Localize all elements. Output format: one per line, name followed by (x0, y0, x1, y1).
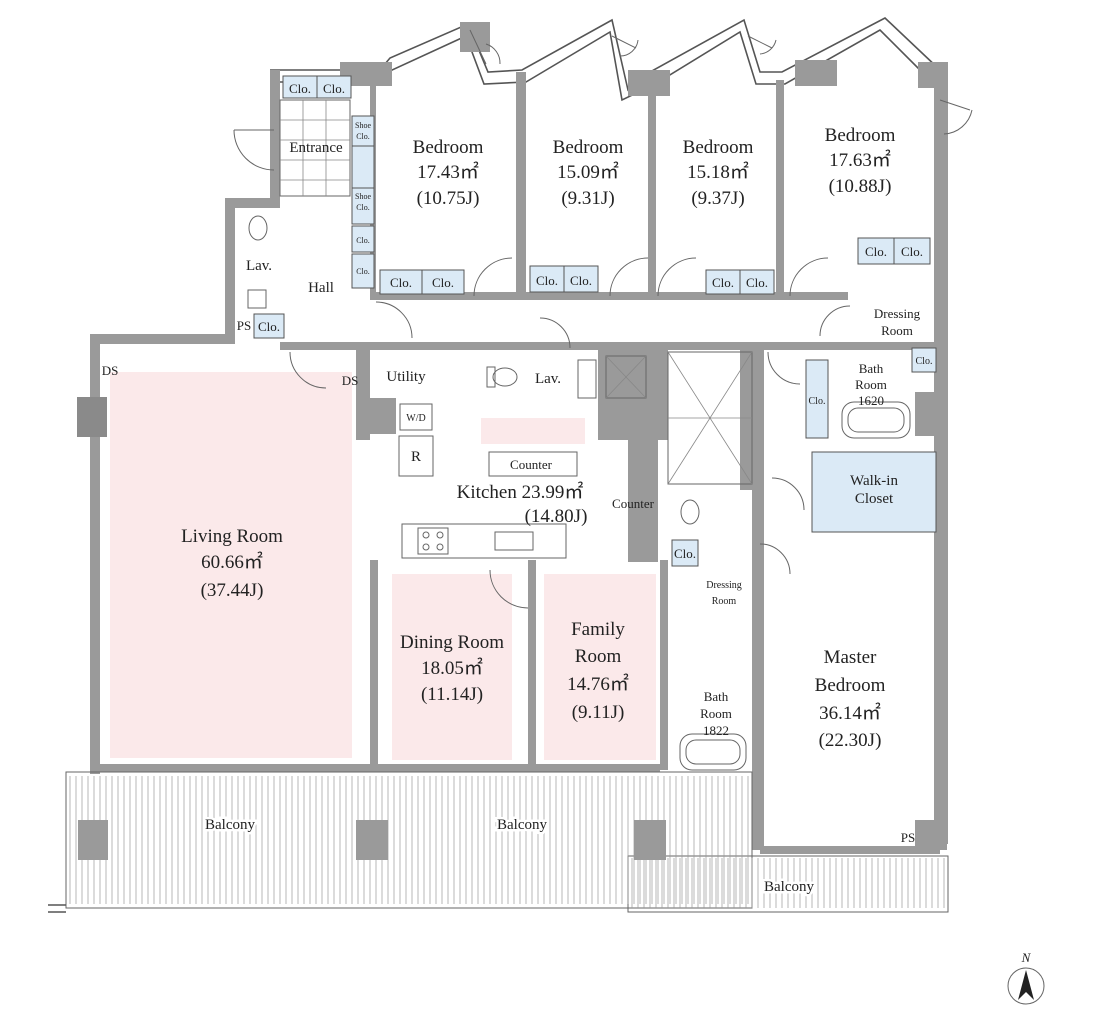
clo-label-14: Clo. (674, 546, 696, 561)
clo-label-1: Clo. (289, 81, 311, 96)
family-room-name-1: Family (571, 619, 625, 640)
shoe-closet-1-bottom: Clo. (356, 132, 370, 141)
clo-label-7: Clo. (712, 275, 734, 290)
balcony-label-1: Balcony (205, 817, 255, 833)
bedroom-3-jo: (9.37J) (691, 188, 744, 209)
clo-label-12: Clo. (916, 356, 933, 367)
bedroom-3-name: Bedroom (683, 137, 754, 158)
shoe-closet-2-bottom: Clo. (356, 203, 370, 212)
ds-label-2: DS (342, 373, 359, 388)
ps-label-2: PS (901, 830, 915, 845)
utility-label: Utility (386, 369, 426, 385)
shoe-closet-2-top: Shoe (355, 192, 371, 201)
bedroom-1-jo: (10.75J) (417, 188, 480, 209)
clo-label-15: Clo. (356, 236, 370, 245)
bedroom-2-jo: (9.31J) (561, 188, 614, 209)
bedroom-1-area: 17.43㎡ (417, 160, 479, 183)
balcony-area (48, 771, 949, 913)
walk-in-closet (811, 451, 937, 533)
counter-label-2: Counter (612, 496, 655, 511)
master-bedroom-area: 36.14㎡ (819, 701, 881, 724)
kitchen-jo: (14.80J) (525, 506, 588, 527)
counter-label-1: Counter (510, 457, 553, 472)
bedroom-4-area: 17.63㎡ (829, 148, 891, 171)
entrance-label: Entrance (289, 140, 343, 156)
walk-in-closet-line2: Closet (855, 491, 894, 507)
north-arrow (1007, 967, 1045, 1005)
bath-room-1-line2: Room (855, 377, 887, 392)
clo-label-16: Clo. (356, 267, 370, 276)
dressing-room-1-line2: Room (881, 323, 913, 338)
master-bedroom-name-2: Bedroom (815, 675, 886, 696)
ps-label-1: PS (237, 318, 251, 333)
dining-room-area: 18.05㎡ (421, 656, 483, 679)
shoe-closet-1-top: Shoe (355, 121, 371, 130)
ds-label-1: DS (102, 363, 119, 378)
bath-room-1-line1: Bath (859, 361, 884, 376)
bedroom-2-name: Bedroom (553, 137, 624, 158)
wd-label: W/D (406, 413, 425, 424)
north-label: N (1021, 950, 1032, 965)
bedroom-1-name: Bedroom (413, 137, 484, 158)
clo-label-9: Clo. (865, 244, 887, 259)
bath-core (247, 215, 911, 771)
minor-labels: Entrance Hall Lav. Lav. PS PS DS DS Util… (102, 81, 1032, 965)
bedroom-4-name: Bedroom (825, 125, 896, 146)
clo-label-3: Clo. (390, 275, 412, 290)
balcony-label-2: Balcony (497, 817, 547, 833)
closets (253, 75, 937, 567)
clo-label-6: Clo. (570, 273, 592, 288)
fridge-label: R (411, 449, 421, 465)
clo-label-2: Clo. (323, 81, 345, 96)
dining-room-name: Dining Room (400, 632, 504, 653)
clo-label-8: Clo. (746, 275, 768, 290)
bedroom-2-area: 15.09㎡ (557, 160, 619, 183)
cooktop (398, 403, 534, 555)
clo-label-10: Clo. (901, 244, 923, 259)
room-labels: Bedroom 17.43㎡ (10.75J) Bedroom 15.09㎡ (… (181, 125, 896, 751)
master-bedroom-jo: (22.30J) (819, 730, 882, 751)
bath-room-1-size: 1620 (858, 393, 884, 408)
bath-room-2-size: 1822 (703, 723, 729, 738)
living-room-jo: (37.44J) (201, 580, 264, 601)
kitchen-name: Kitchen 23.99㎡ (457, 480, 584, 503)
walk-in-closet-line1: Walk-in (850, 473, 898, 489)
hall-label: Hall (308, 280, 334, 296)
lav-label-1: Lav. (246, 258, 272, 274)
family-room-jo: (9.11J) (572, 702, 625, 723)
clo-label-4: Clo. (432, 275, 454, 290)
dressing-room-2-line1: Dressing (706, 580, 742, 591)
doors (233, 29, 973, 609)
clo-label-5: Clo. (536, 273, 558, 288)
dining-room-jo: (11.14J) (421, 684, 483, 705)
family-room-name-2: Room (575, 646, 622, 667)
clo-label-13: Clo. (809, 396, 826, 407)
bath-room-2-line2: Room (700, 706, 732, 721)
bedroom-4-jo: (10.88J) (829, 176, 892, 197)
balcony-label-3: Balcony (764, 879, 814, 895)
master-bedroom-name-1: Master (824, 647, 877, 668)
living-room-area: 60.66㎡ (201, 550, 263, 573)
lav-label-2: Lav. (535, 371, 561, 387)
dressing-room-2-line2: Room (712, 596, 737, 607)
bath-room-2-line1: Bath (704, 689, 729, 704)
room-highlights (110, 372, 656, 760)
living-room-name: Living Room (181, 526, 283, 547)
family-room-area: 14.76㎡ (567, 672, 629, 695)
bedroom-3-area: 15.18㎡ (687, 160, 749, 183)
dressing-room-1-line1: Dressing (874, 306, 921, 321)
clo-label-11: Clo. (258, 319, 280, 334)
